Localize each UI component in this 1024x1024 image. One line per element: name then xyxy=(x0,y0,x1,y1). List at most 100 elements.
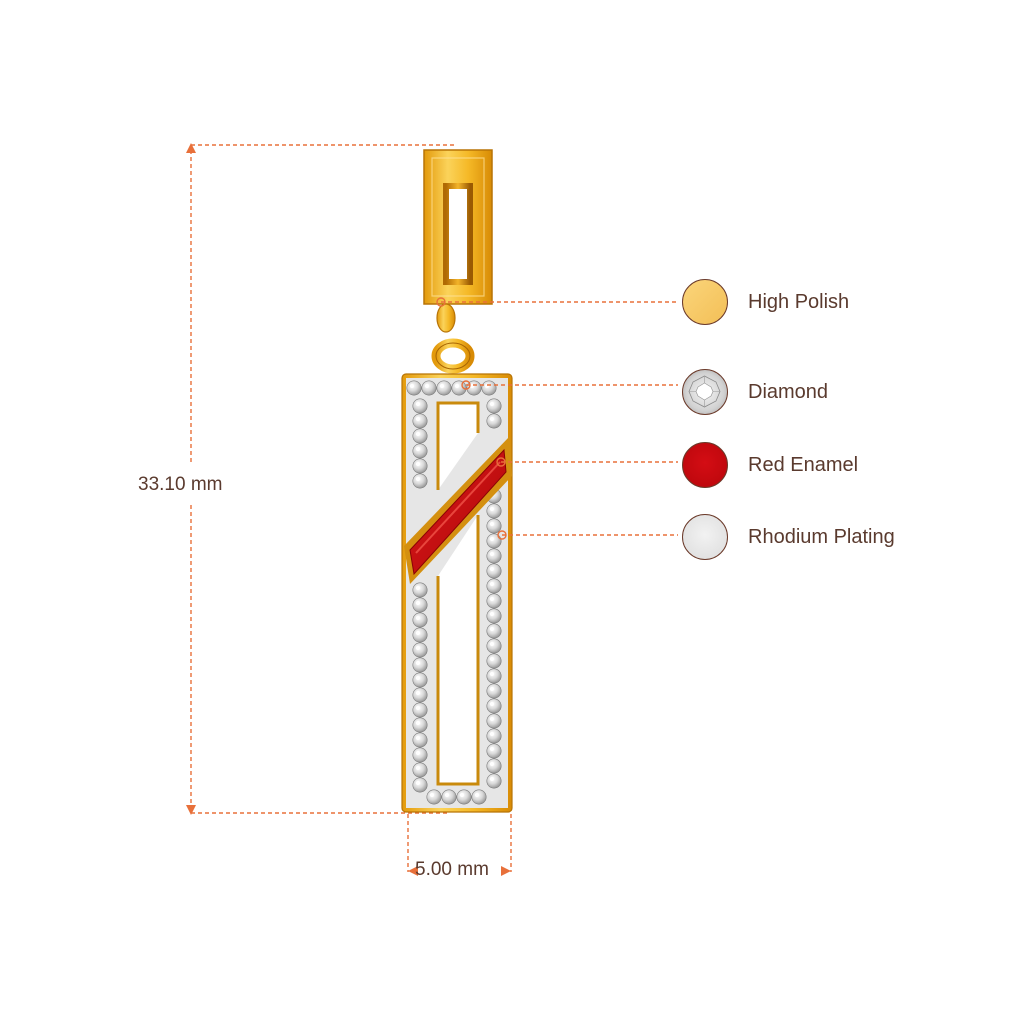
diamond-sparkle xyxy=(444,792,450,798)
width-dimension xyxy=(407,800,512,876)
diamond-stone xyxy=(486,533,502,549)
diamond-stone xyxy=(412,582,428,598)
diamond-stone xyxy=(486,638,502,654)
diamond-sparkle xyxy=(415,675,421,681)
diamond-stone xyxy=(421,380,437,396)
diamond-sparkle xyxy=(489,581,495,587)
diamond-sparkle xyxy=(415,615,421,621)
diamond-sparkle xyxy=(415,750,421,756)
diamond-stone xyxy=(486,563,502,579)
diamond-sparkle xyxy=(474,792,480,798)
legend-label-diamond: Diamond xyxy=(748,380,829,403)
diamond-sparkle xyxy=(415,461,421,467)
width-arrow-left-icon xyxy=(408,866,418,876)
diamond-stone xyxy=(412,672,428,688)
frame-inner-opening-bottom xyxy=(438,515,478,784)
bail-opening xyxy=(443,183,473,285)
diamond-sparkle xyxy=(489,626,495,632)
diamond-stone xyxy=(486,623,502,639)
legend-item-diamond: Diamond xyxy=(682,367,828,417)
legend-item-red-enamel: Red Enamel xyxy=(682,440,858,490)
diamond-pave xyxy=(406,380,502,805)
diamond-sparkle xyxy=(415,645,421,651)
diamond-stone xyxy=(486,773,502,789)
diamond-stone xyxy=(406,380,422,396)
rhodium-swatch-icon xyxy=(682,514,728,560)
diamond-stone xyxy=(486,608,502,624)
diamond-sparkle xyxy=(415,765,421,771)
legend-label-rhodium-plating: Rhodium Plating xyxy=(748,525,895,548)
diamond-sparkle xyxy=(489,776,495,782)
legend-item-rhodium-plating: Rhodium Plating xyxy=(682,512,895,562)
diamond-sparkle xyxy=(415,720,421,726)
diamond-sparkle xyxy=(415,690,421,696)
diamond-sparkle xyxy=(489,671,495,677)
diamond-stone xyxy=(486,413,502,429)
diamond-stone xyxy=(486,548,502,564)
diamond-stone xyxy=(486,713,502,729)
height-dimension-label: 33.10 mm xyxy=(138,474,223,495)
diamond-sparkle xyxy=(489,641,495,647)
diamond-sparkle xyxy=(489,566,495,572)
legend-label-high-polish: High Polish xyxy=(748,290,850,313)
diamond-sparkle xyxy=(489,536,495,542)
height-dimension xyxy=(186,143,455,815)
diamond-stone xyxy=(412,777,428,793)
diamond-stone xyxy=(412,612,428,628)
diamond-stone xyxy=(412,702,428,718)
diamond-stone xyxy=(486,728,502,744)
diamond-sparkle xyxy=(489,551,495,557)
diamond-stone xyxy=(426,789,442,805)
diamond-sparkle xyxy=(415,401,421,407)
diamond-sparkle xyxy=(489,686,495,692)
legend-item-high-polish: High Polish xyxy=(682,277,849,327)
diamond-sparkle xyxy=(415,476,421,482)
diamond-swatch-icon xyxy=(682,369,728,415)
diamond-sparkle xyxy=(489,761,495,767)
diamond-sparkle xyxy=(415,416,421,422)
diamond-stone xyxy=(486,698,502,714)
diamond-sparkle xyxy=(489,506,495,512)
width-dimension-label: 5.00 mm xyxy=(415,859,489,880)
diamond-sparkle xyxy=(415,600,421,606)
diamond-stone xyxy=(412,687,428,703)
diamond-stone xyxy=(412,458,428,474)
legend-label-red-enamel: Red Enamel xyxy=(748,453,859,476)
diamond-sparkle xyxy=(489,416,495,422)
diamond-stone xyxy=(486,653,502,669)
diamond-stone xyxy=(456,789,472,805)
diamond-stone xyxy=(412,398,428,414)
high-polish-swatch-icon xyxy=(682,279,728,325)
diamond-sparkle xyxy=(415,585,421,591)
diamond-sparkle xyxy=(489,596,495,602)
diamond-stone xyxy=(486,758,502,774)
gold-jump-ring xyxy=(431,338,475,374)
diamond-sparkle xyxy=(409,383,415,389)
diamond-stone xyxy=(486,743,502,759)
diamond-stone xyxy=(486,593,502,609)
diamond-stone xyxy=(412,747,428,763)
diamond-stone xyxy=(412,657,428,673)
diamond-sparkle xyxy=(489,611,495,617)
diamond-sparkle xyxy=(429,792,435,798)
diamond-stone xyxy=(412,473,428,489)
diamond-sparkle xyxy=(454,383,460,389)
diamond-stone xyxy=(436,380,452,396)
frame-inner-opening-top xyxy=(438,403,478,490)
red-enamel-band xyxy=(404,436,512,584)
diamond-stone xyxy=(412,413,428,429)
diamond-sparkle xyxy=(489,716,495,722)
diamond-stone xyxy=(412,597,428,613)
diamond-stone xyxy=(412,642,428,658)
diamond-sparkle xyxy=(439,383,445,389)
diamond-sparkle xyxy=(459,792,465,798)
diamond-stone xyxy=(486,578,502,594)
diamond-stone xyxy=(471,789,487,805)
diamond-stone xyxy=(486,518,502,534)
diamond-sparkle xyxy=(489,656,495,662)
gold-bail xyxy=(423,149,493,333)
diamond-sparkle xyxy=(415,446,421,452)
diamond-sparkle xyxy=(489,521,495,527)
height-arrow-up-icon xyxy=(186,143,196,153)
